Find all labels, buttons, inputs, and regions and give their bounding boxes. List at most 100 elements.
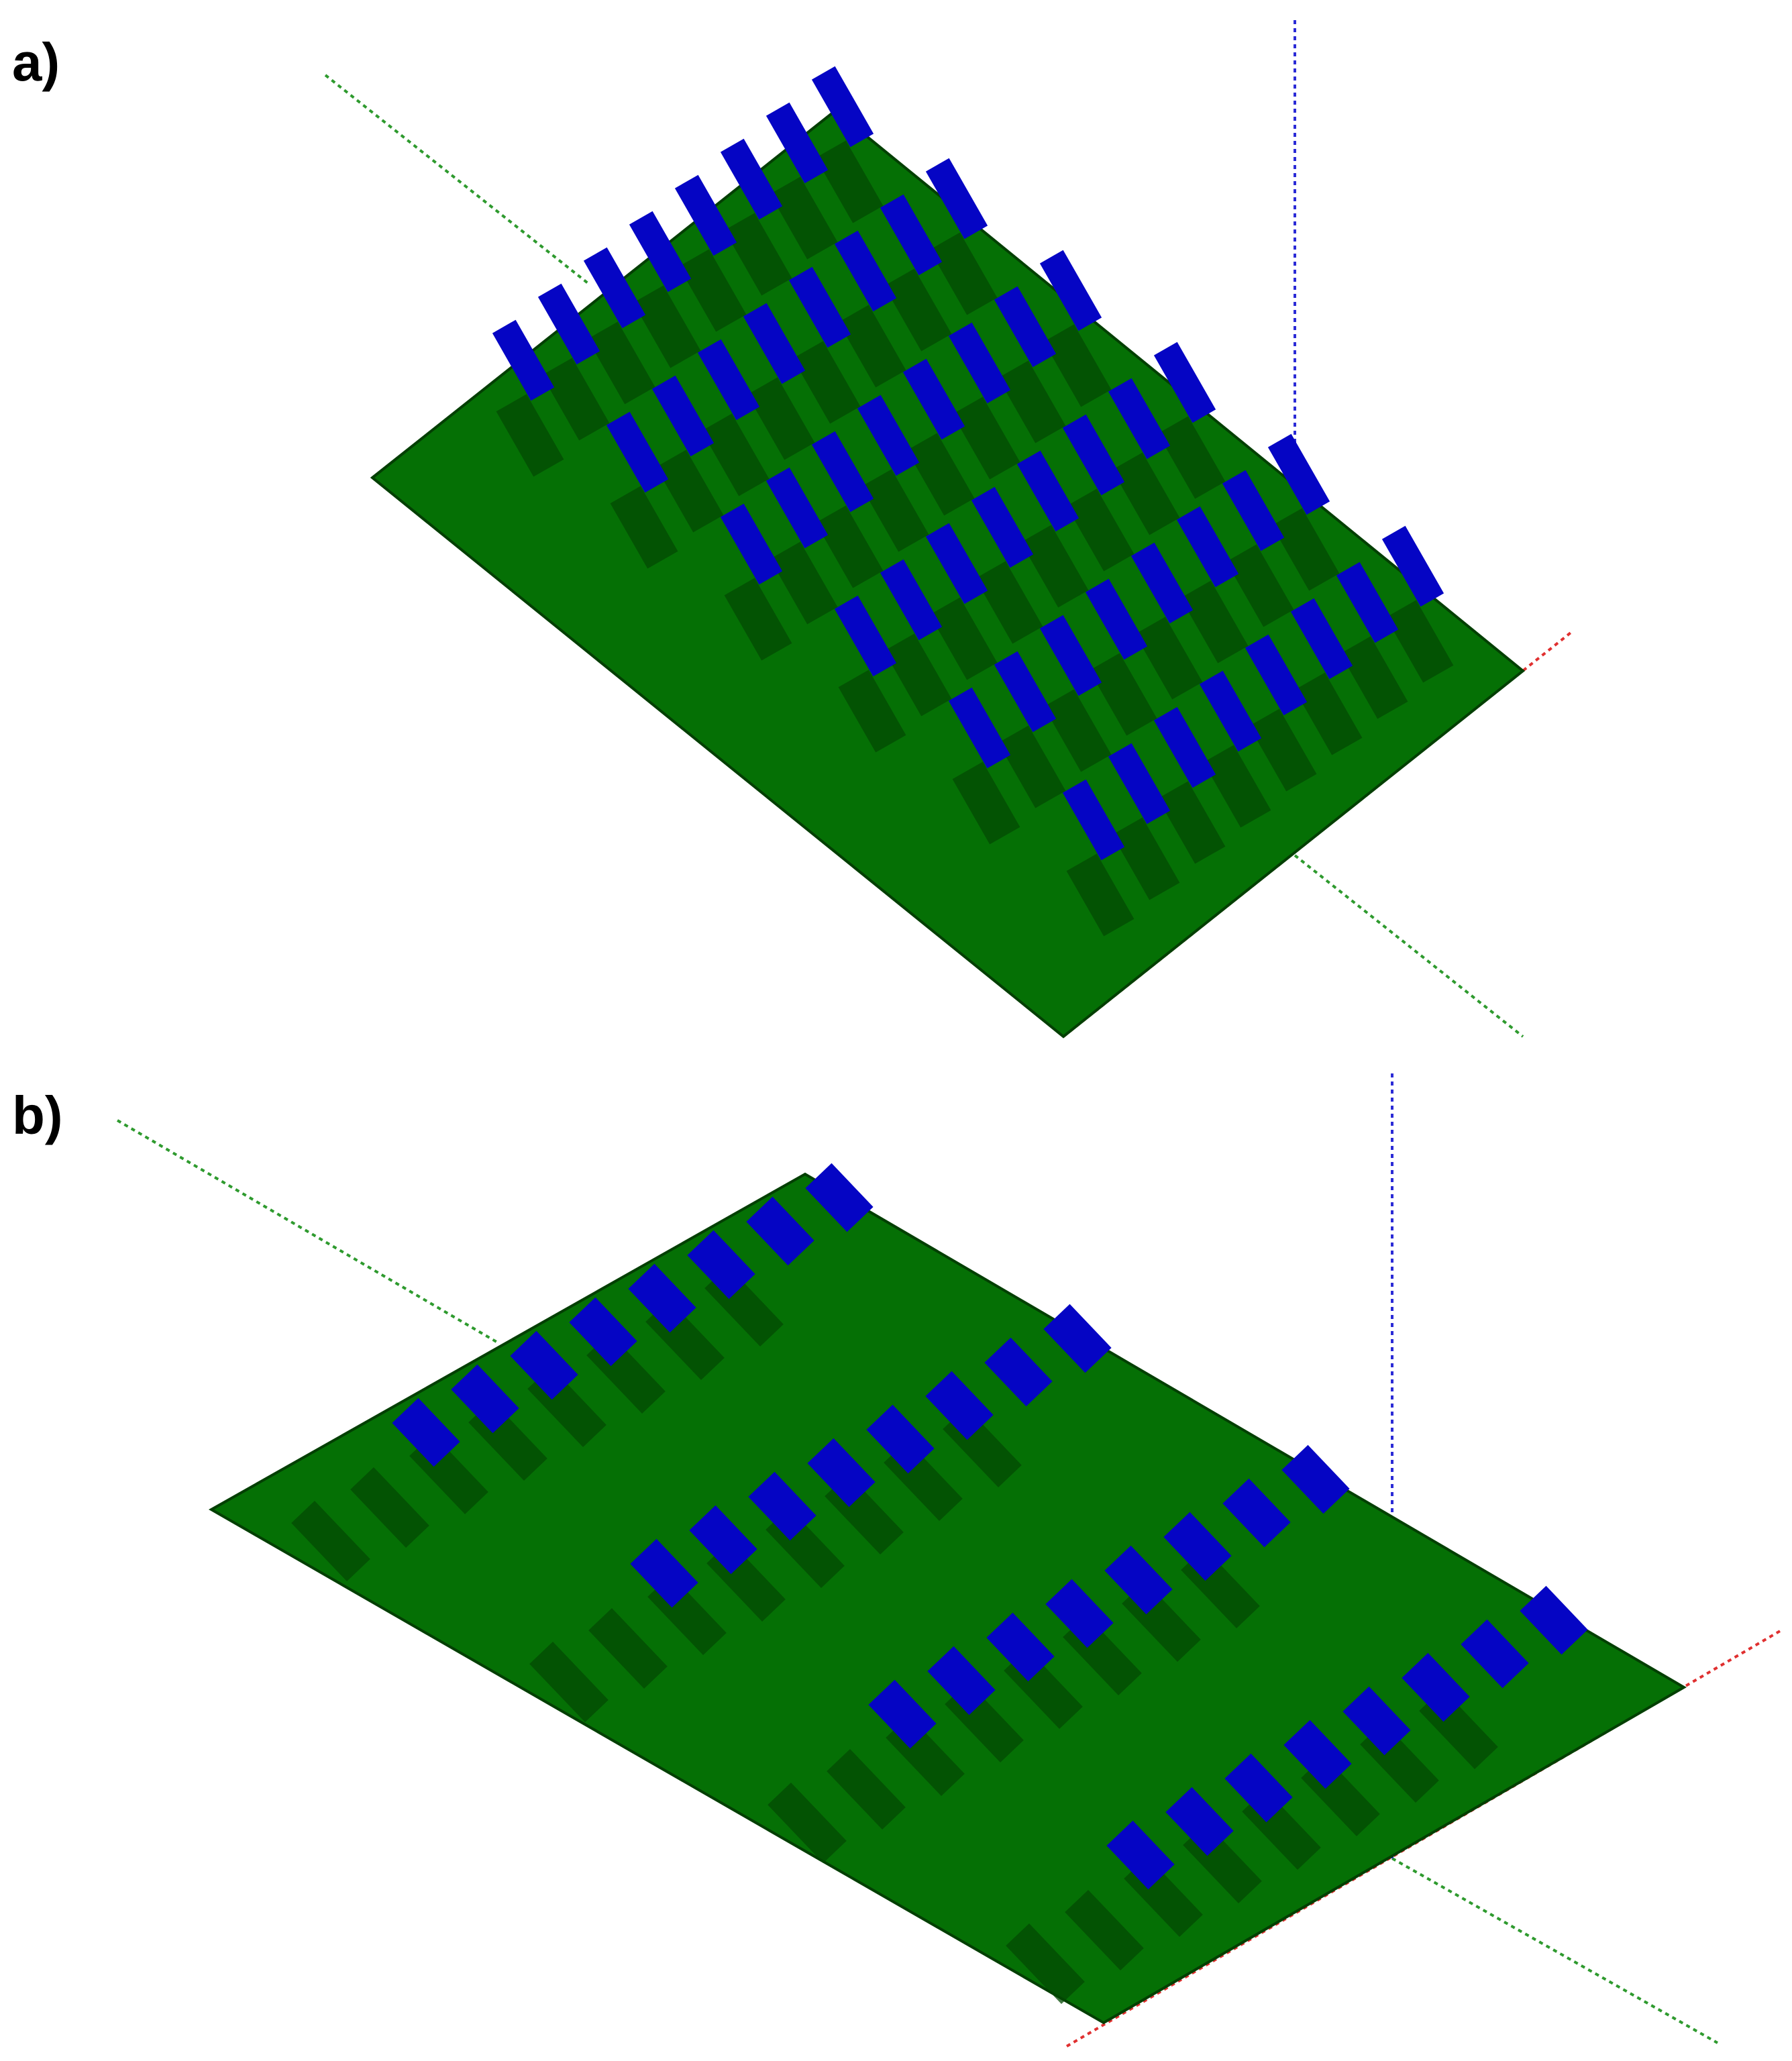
pv-module (1342, 1686, 1411, 1756)
module-shadow (1226, 544, 1294, 627)
module-shadow (1294, 672, 1363, 755)
pv-module (1062, 414, 1125, 496)
pv-module (1043, 1304, 1112, 1373)
module-shadow (588, 1608, 668, 1689)
module-shadow (678, 249, 747, 332)
pv-module (766, 467, 829, 549)
module-shadow (496, 394, 564, 477)
pv-module (1222, 1478, 1291, 1548)
module-shadow (861, 469, 929, 552)
module-shadow (768, 1783, 847, 1863)
pv-module (1104, 1545, 1173, 1615)
pv-module (746, 1196, 814, 1266)
pv-module (697, 339, 760, 421)
pv-module (743, 303, 806, 384)
pv-module (1016, 450, 1079, 532)
pv-module (1106, 1820, 1175, 1890)
pv-module (857, 394, 920, 476)
pv-module (651, 375, 715, 457)
pv-module (1267, 433, 1330, 515)
module-shadow (541, 358, 610, 441)
module-shadow (1020, 525, 1089, 608)
pv-module (1085, 578, 1148, 660)
module-shadow (929, 232, 998, 315)
pv-module (788, 266, 851, 348)
module-shadow (1043, 689, 1112, 772)
module-shadow (998, 360, 1066, 443)
module-shadow (1135, 617, 1203, 700)
module-shadow (350, 1467, 429, 1548)
pv-module (1062, 779, 1125, 861)
pv-module (569, 1297, 637, 1367)
pv-module (1130, 542, 1194, 624)
module-shadow (838, 670, 906, 753)
pv-module (720, 138, 783, 220)
module-shadow (827, 1749, 906, 1830)
pv-module (1039, 615, 1102, 696)
pv-module (811, 431, 874, 513)
pv-module (1039, 250, 1102, 331)
pv-module (925, 1371, 994, 1440)
module-shadow (838, 305, 906, 388)
pv-module (1245, 634, 1308, 716)
module-shadow (815, 140, 884, 223)
module-shadow (906, 433, 975, 516)
module-shadow (815, 505, 884, 588)
green-axis-lower-a (1294, 854, 1524, 1038)
pv-module (1281, 1444, 1350, 1514)
module-shadow (998, 725, 1066, 808)
module-shadow (1271, 508, 1340, 591)
pv-module (1336, 562, 1399, 643)
panel-a-label: a) (12, 32, 60, 92)
module-shadow (1249, 708, 1317, 792)
pv-module (537, 283, 600, 365)
module-shadow (770, 176, 838, 260)
pv-module (1199, 670, 1262, 752)
module-shadow (724, 578, 792, 661)
pv-module (583, 247, 646, 329)
pv-module (994, 651, 1057, 733)
pv-module (1222, 470, 1285, 551)
pv-module (1108, 743, 1171, 825)
module-shadow (1043, 324, 1112, 407)
module-shadow (1089, 653, 1157, 736)
pv-module (606, 411, 669, 493)
module-shadow (1065, 1890, 1144, 1970)
modules-b (392, 1163, 1588, 1890)
module-shadow (724, 213, 792, 296)
module-shadow (291, 1501, 370, 1581)
pv-module (1283, 1720, 1352, 1789)
green-axis-lower-b (1391, 1857, 1718, 2044)
pv-module (1165, 1787, 1234, 1856)
pv-module (674, 174, 737, 256)
pv-module (948, 687, 1011, 769)
pv-module (687, 1230, 755, 1300)
module-shadow (952, 397, 1020, 480)
module-shadow (770, 541, 838, 625)
module-shadow (1066, 488, 1135, 572)
module-shadow (792, 341, 861, 424)
pv-module (880, 194, 943, 276)
pv-module (628, 1263, 696, 1333)
pv-module (510, 1330, 578, 1400)
pv-module (971, 486, 1034, 568)
pv-module (492, 319, 555, 401)
module-shadow (975, 561, 1043, 644)
green-axis-upper-a (324, 74, 592, 286)
module-shadow (529, 1642, 609, 1722)
pv-module (1153, 706, 1216, 788)
module-shadow (747, 377, 815, 460)
pv-module (902, 358, 965, 440)
module-shadow (701, 413, 770, 496)
module-shadow (1340, 636, 1408, 719)
pv-module (451, 1364, 519, 1434)
pv-module (689, 1505, 757, 1575)
pv-module (984, 1337, 1053, 1407)
pv-module (834, 230, 897, 312)
pv-module (1108, 378, 1171, 460)
pv-module (1520, 1585, 1588, 1655)
panel-b: b) (12, 1073, 1783, 2048)
module-shadow (952, 761, 1020, 845)
pv-module (805, 1163, 874, 1232)
pv-module (925, 523, 988, 604)
